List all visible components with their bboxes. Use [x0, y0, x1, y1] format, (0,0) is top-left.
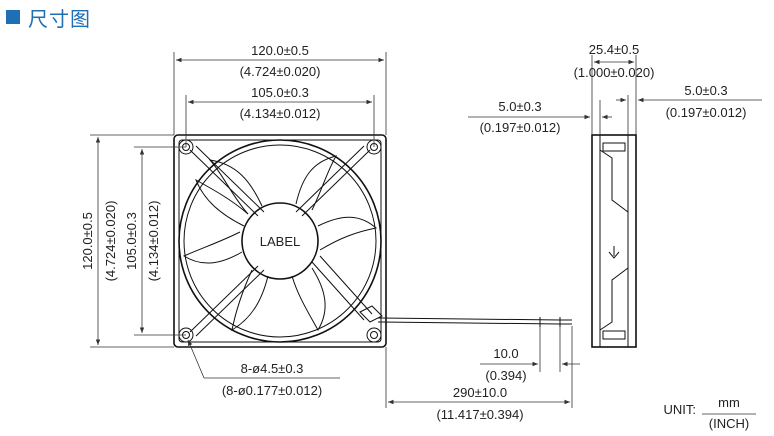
side-body: [591, 134, 637, 348]
fan-side-view: [591, 134, 637, 348]
dimension-lines: [90, 52, 762, 415]
depth-mm-label: 25.4±0.5: [589, 42, 640, 57]
hole-span-mm-label: 105.0±0.3: [251, 85, 309, 100]
lead-inch-label: (11.417±0.394): [436, 407, 523, 422]
flange-right-inch-label: (0.197±0.012): [666, 105, 747, 120]
square-icon: [6, 10, 20, 24]
fan-hub: [241, 202, 319, 280]
holes-inch-label: (8-ø0.177±0.012): [222, 383, 322, 398]
dimension-labels: 120.0±0.5 (4.724±0.020) 105.0±0.3 (4.134…: [80, 42, 749, 431]
fan-shroud: [178, 139, 382, 343]
width-inch-label: (4.724±0.020): [240, 64, 321, 79]
hole-vspan-inch-label: (4.134±0.012): [146, 201, 161, 282]
flange-left-mm-label: 5.0±0.3: [498, 99, 541, 114]
holes-mm-label: 8-ø4.5±0.3: [241, 361, 304, 376]
strip-mm-label: 10.0: [493, 346, 518, 361]
hole-vspan-mm-label: 105.0±0.3: [124, 212, 139, 270]
fan-shroud-inner: [183, 144, 377, 338]
unit-inch-label: (INCH): [709, 416, 749, 431]
depth-inch-label: (1.000±0.020): [574, 65, 655, 80]
section-header: 尺寸图: [6, 4, 91, 31]
hole-span-inch-label: (4.134±0.012): [240, 106, 321, 121]
mounting-hole-bottom-right: [366, 327, 382, 343]
fan-front-view: LABEL: [173, 134, 387, 348]
strip-inch-label: (0.394): [485, 368, 526, 383]
support-struts: [189, 145, 373, 337]
flange-left-inch-label: (0.197±0.012): [480, 120, 561, 135]
flange-right-mm-label: 5.0±0.3: [684, 83, 727, 98]
lead-mm-label: 290±10.0: [453, 385, 507, 400]
cable-clip: [359, 305, 383, 323]
lead-wire: [377, 317, 572, 327]
section-title: 尺寸图: [28, 6, 91, 31]
unit-label: UNIT:: [664, 402, 697, 417]
fan-blades: [182, 155, 378, 332]
height-mm-label: 120.0±0.5: [80, 212, 95, 270]
hub-label: LABEL: [260, 234, 300, 249]
fan-frame: [173, 134, 387, 348]
airflow-arrow-icon: [608, 246, 620, 259]
unit-mm-label: mm: [718, 395, 740, 410]
height-inch-label: (4.724±0.020): [103, 201, 118, 282]
width-mm-label: 120.0±0.5: [251, 43, 309, 58]
